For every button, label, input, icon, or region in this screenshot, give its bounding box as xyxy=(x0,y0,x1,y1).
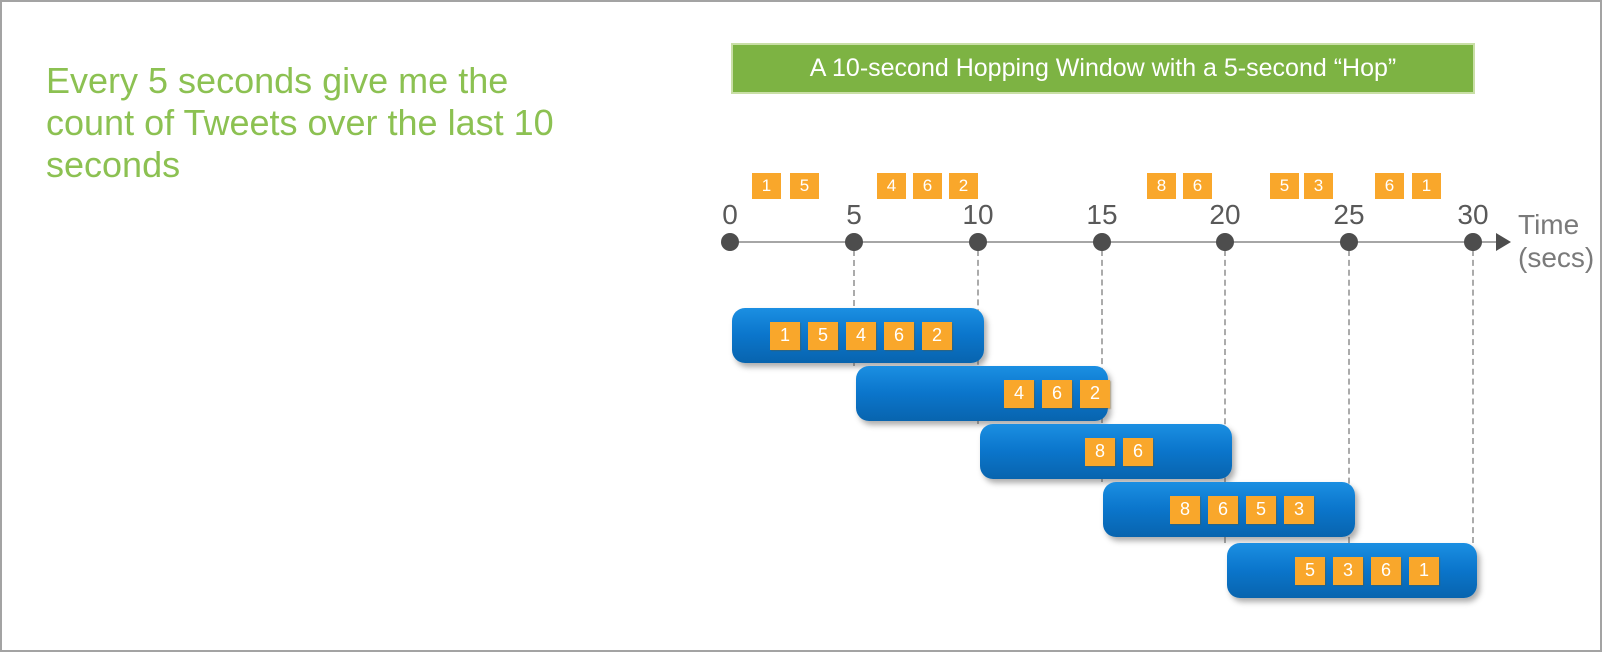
window-event-box: 6 xyxy=(1123,437,1153,466)
diagram-title-banner: A 10-second Hopping Window with a 5-seco… xyxy=(731,43,1475,94)
dashed-projection-line-25 xyxy=(1348,250,1350,543)
stream-event-box: 6 xyxy=(1183,173,1212,199)
tick-dot-0 xyxy=(721,233,739,251)
tick-label-30: 30 xyxy=(1457,199,1489,230)
query-text-line: seconds xyxy=(46,144,181,185)
stream-event-box: 2 xyxy=(949,173,978,199)
time-axis-label-line1: Time xyxy=(1518,209,1580,240)
window-event-box: 6 xyxy=(884,321,914,350)
window-event-box: 1 xyxy=(1409,556,1439,585)
stream-event-box: 1 xyxy=(752,173,781,199)
time-axis-line xyxy=(730,241,1498,243)
stream-event-box: 5 xyxy=(790,173,819,199)
window-event-box: 3 xyxy=(1333,556,1363,585)
window-event-box: 8 xyxy=(1085,437,1115,466)
diagram-title: A 10-second Hopping Window with a 5-seco… xyxy=(809,54,1397,82)
time-axis-label-line2: (secs) xyxy=(1518,242,1595,273)
tick-label-5: 5 xyxy=(846,199,862,230)
window-event-box: 2 xyxy=(1080,379,1110,408)
dashed-projection-line-30 xyxy=(1472,250,1474,543)
stream-event-box: 1 xyxy=(1412,173,1441,199)
stream-event-box: 6 xyxy=(1375,173,1404,199)
stream-event-box: 4 xyxy=(877,173,906,199)
tick-dot-30 xyxy=(1464,233,1482,251)
stream-event-box: 3 xyxy=(1304,173,1333,199)
dashed-projection-line-20 xyxy=(1224,250,1226,543)
window-event-box: 6 xyxy=(1208,495,1238,524)
tick-label-20: 20 xyxy=(1209,199,1241,230)
tick-dot-15 xyxy=(1093,233,1111,251)
stream-event-box: 5 xyxy=(1270,173,1299,199)
tick-dot-25 xyxy=(1340,233,1358,251)
time-axis-arrow-icon xyxy=(1496,233,1511,251)
tick-dot-10 xyxy=(969,233,987,251)
time-axis-label: Time (secs) xyxy=(1518,208,1594,274)
window-event-box: 5 xyxy=(1246,495,1276,524)
tick-label-25: 25 xyxy=(1333,199,1365,230)
query-text-line: count of Tweets over the last 10 xyxy=(46,102,554,143)
window-event-box: 8 xyxy=(1170,495,1200,524)
stream-event-box: 6 xyxy=(913,173,942,199)
window-event-box: 5 xyxy=(1295,556,1325,585)
window-event-box: 2 xyxy=(922,321,952,350)
query-text-line: Every 5 seconds give me the xyxy=(46,60,509,101)
window-event-box: 1 xyxy=(770,321,800,350)
window-event-box: 3 xyxy=(1284,495,1314,524)
window-event-box: 4 xyxy=(846,321,876,350)
window-event-box: 6 xyxy=(1371,556,1401,585)
dashed-projection-line-15 xyxy=(1101,250,1103,482)
window-event-box: 5 xyxy=(808,321,838,350)
tick-label-0: 0 xyxy=(722,199,738,230)
tick-dot-20 xyxy=(1216,233,1234,251)
tick-label-15: 15 xyxy=(1086,199,1118,230)
tick-label-10: 10 xyxy=(962,199,994,230)
window-event-box: 6 xyxy=(1042,379,1072,408)
tick-dot-5 xyxy=(845,233,863,251)
window-event-box: 4 xyxy=(1004,379,1034,408)
stream-event-box: 8 xyxy=(1147,173,1176,199)
